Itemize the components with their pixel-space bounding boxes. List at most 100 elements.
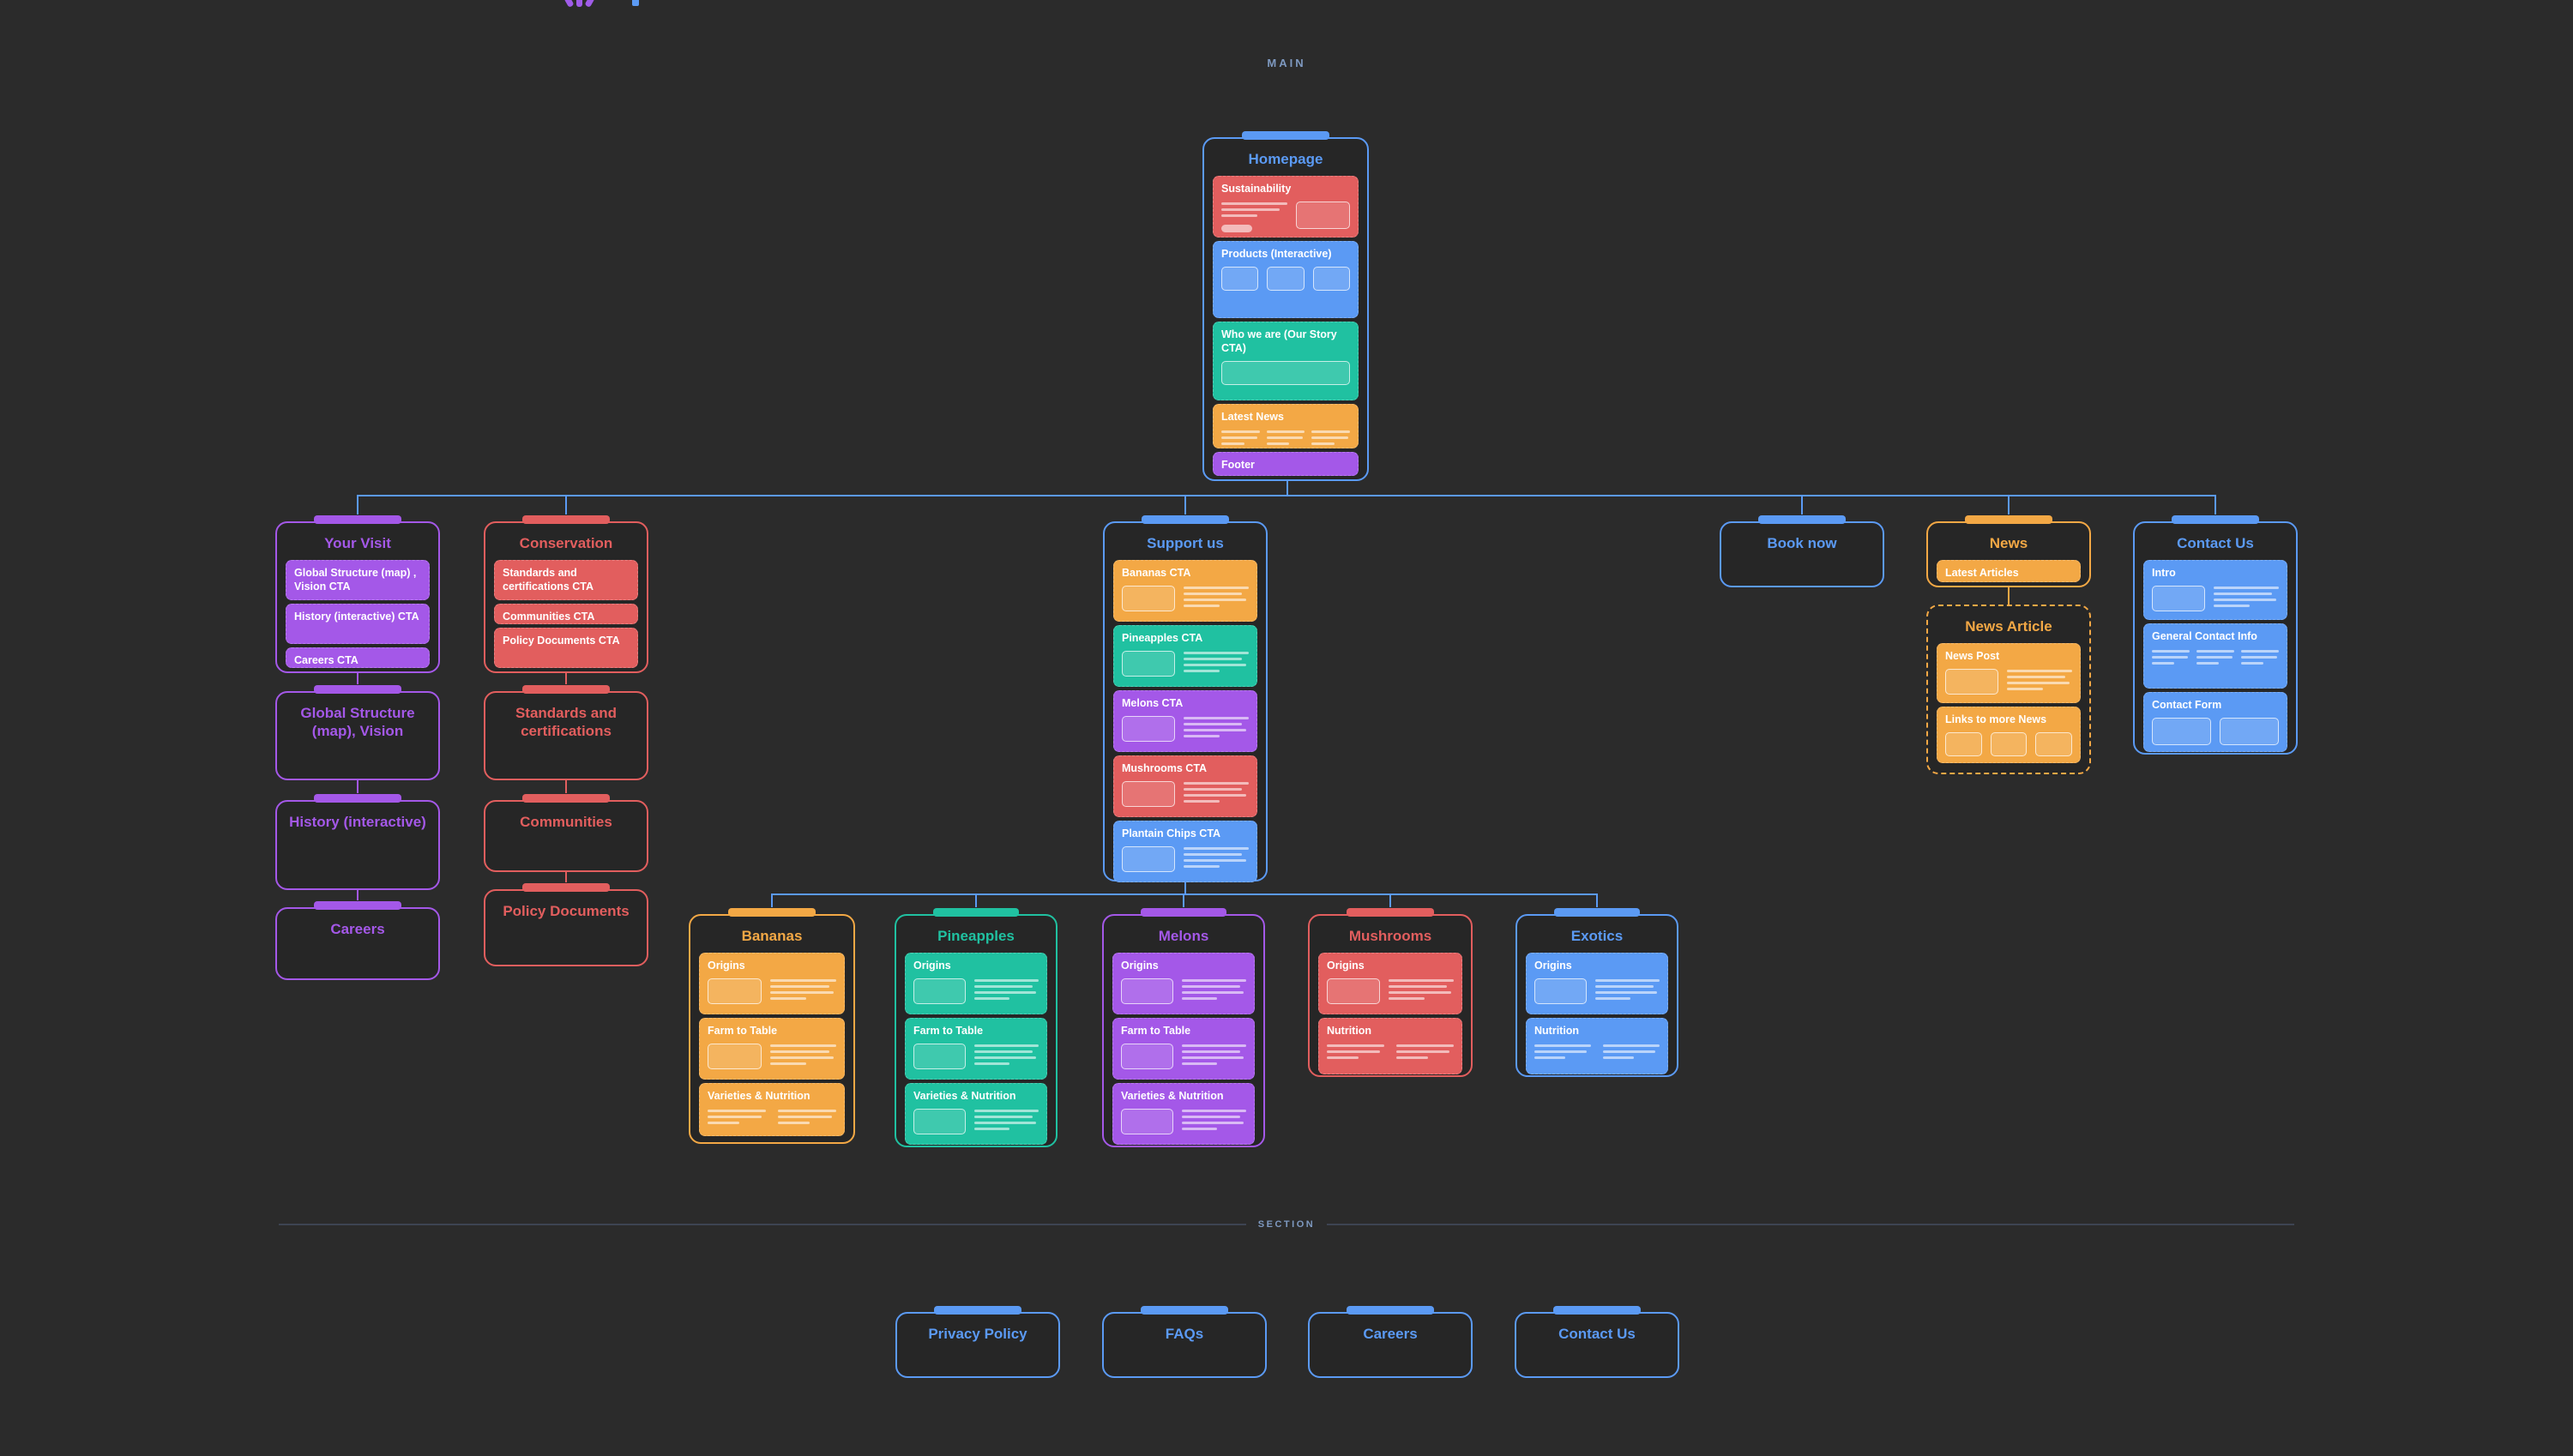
node-tab — [522, 515, 610, 524]
node-title-mushrooms: Mushrooms — [1348, 928, 1432, 944]
wireframe-line — [2007, 675, 2066, 678]
section-news-post[interactable]: News Post — [1937, 642, 2081, 703]
wireframe-line — [1266, 442, 1290, 445]
wireframe-line — [1266, 430, 1305, 433]
section-origins[interactable]: Origins — [1526, 952, 1668, 1014]
section-varieties-nutrition[interactable]: Varieties & Nutrition — [699, 1082, 845, 1136]
section-footer[interactable]: Footer — [1213, 451, 1359, 476]
section-melons-cta[interactable]: Melons CTA — [1113, 689, 1257, 752]
section-who-we-are-our-story-cta[interactable]: Who we are (Our Story CTA) — [1213, 321, 1359, 400]
section-pineapples-cta[interactable]: Pineapples CTA — [1113, 624, 1257, 687]
wireframe-line — [1396, 1050, 1449, 1053]
wireframe-row — [1221, 430, 1351, 445]
node-policy-documents[interactable]: Policy Documents — [484, 883, 648, 966]
wireframe-text-lines — [1327, 1044, 1384, 1059]
wireframe-line — [1184, 716, 1249, 719]
section-nutrition[interactable]: Nutrition — [1526, 1017, 1668, 1074]
section-intro[interactable]: Intro — [2143, 559, 2287, 620]
section-origins[interactable]: Origins — [905, 952, 1047, 1014]
connector-line — [565, 495, 567, 514]
section-farm-to-table[interactable]: Farm to Table — [905, 1017, 1047, 1080]
wireframe-line — [1389, 996, 1425, 1000]
section-plantain-chips-cta[interactable]: Plantain Chips CTA — [1113, 820, 1257, 882]
wireframe-line — [1311, 430, 1351, 433]
node-careers-section[interactable]: Careers — [1308, 1306, 1473, 1378]
section-general-contact-info[interactable]: General Contact Info — [2143, 623, 2287, 689]
section-varieties-nutrition[interactable]: Varieties & Nutrition — [905, 1082, 1047, 1145]
section-links-to-more-news[interactable]: Links to more News — [1937, 706, 2081, 763]
section-nutrition[interactable]: Nutrition — [1318, 1017, 1462, 1074]
section-label: Who we are (Our Story CTA) — [1221, 328, 1337, 354]
wireframe-box — [1327, 978, 1381, 1004]
section-latest-articles[interactable]: Latest Articles — [1937, 559, 2081, 582]
wireframe-line — [778, 1115, 832, 1118]
section-bananas-cta[interactable]: Bananas CTA — [1113, 559, 1257, 622]
node-communities[interactable]: Communities — [484, 794, 648, 872]
section-latest-news[interactable]: Latest News — [1213, 403, 1359, 448]
wireframe-text-lines — [770, 978, 836, 1000]
wireframe-box — [1121, 1043, 1174, 1069]
wireframe-line — [1184, 728, 1246, 731]
section-policy-documents-cta[interactable]: Policy Documents CTA — [494, 627, 638, 668]
section-sustainability[interactable]: Sustainability — [1213, 175, 1359, 238]
wireframe-text-lines — [1396, 1044, 1454, 1059]
node-contact-us-section[interactable]: Contact Us — [1515, 1306, 1679, 1378]
wireframe-line — [974, 1115, 1033, 1118]
node-global-structure[interactable]: Global Structure (map), Vision — [275, 685, 440, 780]
node-faqs[interactable]: FAQs — [1102, 1306, 1267, 1378]
node-title-pineapples: Pineapples — [937, 928, 1015, 944]
wireframe-line — [1182, 996, 1218, 1000]
section-origins[interactable]: Origins — [1318, 952, 1462, 1014]
node-tab — [314, 901, 401, 910]
node-title-news: News — [1989, 535, 2028, 551]
section-communities-cta[interactable]: Communities CTA — [494, 603, 638, 624]
node-tab — [1140, 908, 1227, 917]
section-varieties-nutrition[interactable]: Varieties & Nutrition — [1112, 1082, 1255, 1145]
node-history[interactable]: History (interactive) — [275, 794, 440, 890]
node-careers-page[interactable]: Careers — [275, 901, 440, 980]
section-standards-and-certifications-cta[interactable]: Standards and certifications CTA — [494, 559, 638, 600]
wireframe-text-lines — [770, 1044, 836, 1065]
section-history-interactive-cta[interactable]: History (interactive) CTA — [286, 603, 430, 644]
node-title-standards-certifications: Standards and certifications — [515, 705, 618, 739]
section-label: Origins — [1534, 959, 1572, 972]
node-standards-certifications[interactable]: Standards and certifications — [484, 685, 648, 780]
node-privacy-policy[interactable]: Privacy Policy — [895, 1306, 1060, 1378]
wireframe-line — [2007, 669, 2072, 672]
node-book-now[interactable]: Book now — [1720, 515, 1884, 587]
section-farm-to-table[interactable]: Farm to Table — [1112, 1017, 1255, 1080]
section-farm-to-table[interactable]: Farm to Table — [699, 1017, 845, 1080]
node-tab — [1965, 515, 2052, 524]
section-contact-form[interactable]: Contact Form — [2143, 691, 2287, 752]
section-careers-cta[interactable]: Careers CTA — [286, 647, 430, 668]
connector-line — [975, 893, 977, 907]
section-origins[interactable]: Origins — [1112, 952, 1255, 1014]
section-origins[interactable]: Origins — [699, 952, 845, 1014]
node-tab — [1553, 908, 1641, 917]
section-mushrooms-cta[interactable]: Mushrooms CTA — [1113, 755, 1257, 817]
wireframe-line — [1184, 592, 1243, 595]
wireframe-line — [974, 996, 1010, 1000]
wireframe-line — [2152, 655, 2188, 659]
node-title-contact-us-section: Contact Us — [1558, 1326, 1636, 1342]
node-tab — [932, 908, 1020, 917]
wireframe-line — [1327, 1056, 1359, 1059]
section-global-structure-map-vision-cta[interactable]: Global Structure (map) , Vision CTA — [286, 559, 430, 600]
wireframe-box — [1122, 715, 1176, 742]
section-products-interactive[interactable]: Products (Interactive) — [1213, 240, 1359, 318]
wireframe-box — [913, 978, 967, 1004]
wireframe-box — [1122, 585, 1176, 611]
wireframe-row — [1327, 1044, 1454, 1059]
